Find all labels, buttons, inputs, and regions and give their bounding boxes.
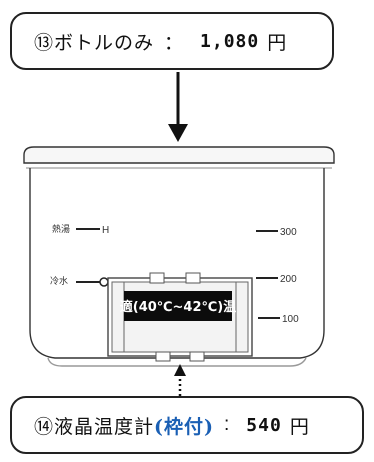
thermometer-label: 液晶温度計 <box>54 415 155 438</box>
separator: ： <box>164 32 185 54</box>
cold-water-mark: 冷水 <box>50 275 109 287</box>
svg-text:熱湯: 熱湯 <box>52 223 70 234</box>
currency-unit: 円 <box>289 415 310 438</box>
item-number-14: ⑭ <box>34 415 55 438</box>
hot-water-mark: 熱湯 H <box>52 223 109 236</box>
svg-text:冷水: 冷水 <box>50 275 68 286</box>
volume-mark-300: 300 <box>256 227 297 238</box>
bottle-only-callout: ⑬ ボトルのみ ： 1,080 円 <box>10 12 334 70</box>
item-number-13: ⑬ <box>34 31 55 54</box>
solid-pointer-arrow <box>168 72 188 142</box>
thermometer-callout: ⑭ 液晶温度計 (枠付) : 540 円 <box>10 396 364 454</box>
bottle-only-label: ボトルのみ <box>54 31 155 54</box>
svg-text:100: 100 <box>282 314 299 325</box>
svg-text:300: 300 <box>280 227 297 238</box>
bottle-price: 1,080 <box>200 30 260 52</box>
volume-mark-100: 100 <box>258 314 299 325</box>
separator: : <box>224 414 231 435</box>
svg-text:適(40℃~42℃)温: 適(40℃~42℃)温 <box>120 299 236 315</box>
lcd-thermometer-display: 適(40℃~42℃)温 <box>120 291 236 321</box>
thermometer-price: 540 <box>246 414 282 436</box>
bottle-body <box>23 146 335 367</box>
svg-text:H: H <box>102 225 109 236</box>
with-frame-note: (枠付) <box>154 415 215 438</box>
dotted-pointer-arrow <box>174 364 186 396</box>
volume-mark-200: 200 <box>256 274 297 285</box>
svg-text:200: 200 <box>280 274 297 285</box>
currency-unit: 円 <box>267 31 288 54</box>
